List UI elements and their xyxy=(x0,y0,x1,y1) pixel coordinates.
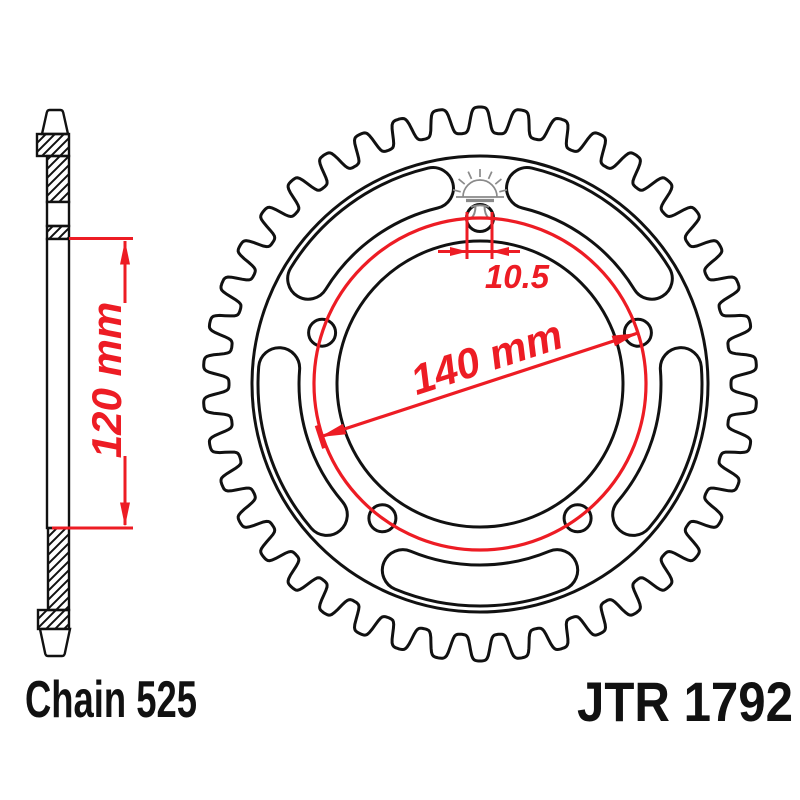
bolt-circle-140mm xyxy=(312,216,648,552)
side-view-hatched-section xyxy=(35,132,71,158)
lightening-slot xyxy=(611,346,704,537)
dimension-arrowhead xyxy=(450,247,468,256)
lightening-slot xyxy=(256,346,349,537)
dimension-arrowhead xyxy=(320,423,347,437)
slots-holder xyxy=(256,166,704,608)
dimension-label-10-5: 10.5 xyxy=(485,258,550,295)
side-view-bottom-tooth xyxy=(38,627,72,658)
sun-ray xyxy=(487,171,493,180)
side-view-hatched-section xyxy=(45,224,71,241)
dimension-arrowhead xyxy=(611,333,638,347)
side-view-hatched-section xyxy=(46,526,71,612)
side-view-web-section xyxy=(45,200,71,228)
lightening-slot xyxy=(380,548,580,608)
lightening-slot xyxy=(286,166,455,301)
chain-size-label: Chain 525 xyxy=(25,671,197,729)
sun-ray xyxy=(499,188,508,193)
diameter-line-140mm xyxy=(319,331,639,439)
part-number-label: JTR 1792 xyxy=(577,670,793,733)
dimension-arrowhead xyxy=(491,247,509,256)
side-view-top-tooth xyxy=(40,108,70,136)
side-view-cross-section xyxy=(35,108,72,658)
sun-ray xyxy=(458,178,466,185)
side-view-plate-strip xyxy=(45,237,71,530)
sun-ray xyxy=(452,188,461,193)
dimension-arrowhead xyxy=(120,240,130,265)
sun-ray xyxy=(494,178,502,185)
side-view-hatched-section xyxy=(36,608,71,631)
sprocket-body-circle xyxy=(250,154,710,614)
dimension-arrowheads xyxy=(120,240,638,527)
sun-ray xyxy=(467,171,473,180)
sunrise-logo-icon xyxy=(452,169,508,220)
side-view-hatched-section xyxy=(45,154,71,204)
sunrise-dome xyxy=(462,179,498,198)
sun-rays xyxy=(452,169,508,193)
dimension-label-120mm: 120 mm xyxy=(83,302,130,458)
dimension-arrowhead xyxy=(120,502,130,527)
